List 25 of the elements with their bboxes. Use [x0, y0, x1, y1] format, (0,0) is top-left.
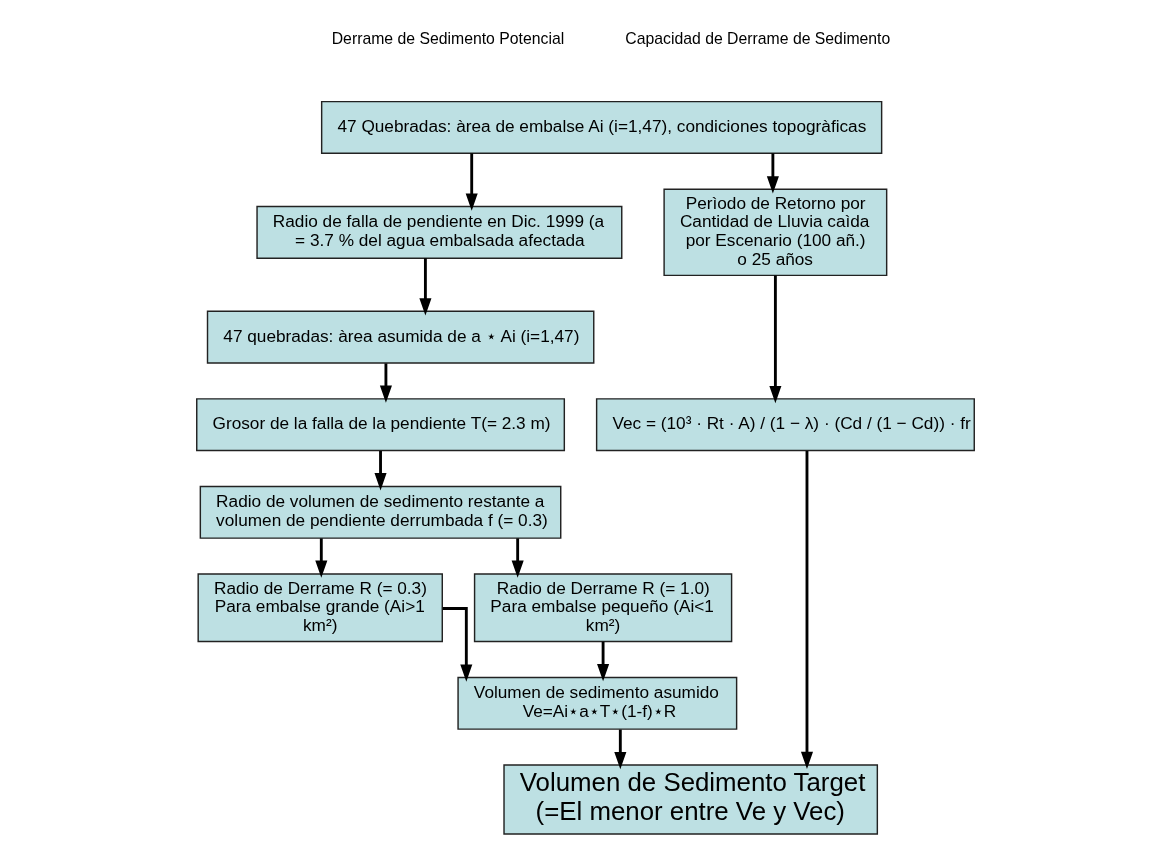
- arrow: [800, 451, 813, 769]
- arrow: [374, 451, 387, 491]
- label: Capacidad de Derrame de Sedimento: [624, 29, 890, 47]
- label: Derrame de Sedimento Potencial: [331, 29, 564, 47]
- arrow: [465, 153, 478, 211]
- arrow: [442, 607, 472, 682]
- arrow: [379, 363, 392, 403]
- arrow: [314, 538, 327, 578]
- arrow: [511, 538, 524, 578]
- arrow: [766, 153, 779, 194]
- node-box: Radio de falla de pendiente en Dic. 1999 (a = 3.7 % del agua embalsada afectada: [255, 205, 622, 259]
- arrow: [418, 258, 431, 316]
- arrow: [768, 275, 781, 404]
- node-box: Perìodo de Retorno por Cantidad de Lluvia caìda por Escenario (100 añ.) o 25 años: [662, 188, 887, 277]
- node-box: 47 Quebradas: àrea de embalse Ai (i=1,47), condiciones topogràficas: [320, 100, 882, 155]
- node-box: Radio de volumen de sedimento restante a volumen de pendiente derrumbada f (= 0.3): [199, 485, 561, 539]
- node-box: Radio de Derrame R (= 0.3) Para embalse grande (Ai>1 km²): [196, 573, 443, 643]
- node-box: Grosor de la falla de la pendiente T(= 2.3 m): [195, 398, 565, 452]
- node-box: 47 quebradas: àrea asumida de a ⋆ Ai (i=1,47): [206, 310, 594, 364]
- arrow: [613, 729, 626, 770]
- node-box: Vec = (10³ · Rt · A) / (1 − λ) · (Cd / (1 − Cd)) · fr: [595, 398, 975, 452]
- node-box: Radio de Derrame R (= 1.0) Para embalse pequeño (Ai<1 km²): [473, 573, 732, 643]
- arrow: [596, 641, 609, 682]
- node-box: Volumen de Sedimento Target (=El menor entre Ve y Vec): [502, 764, 878, 835]
- node-box: Volumen de sedimento asumido Ve=Ai⋆a⋆T⋆(1-f)⋆R: [456, 676, 737, 730]
